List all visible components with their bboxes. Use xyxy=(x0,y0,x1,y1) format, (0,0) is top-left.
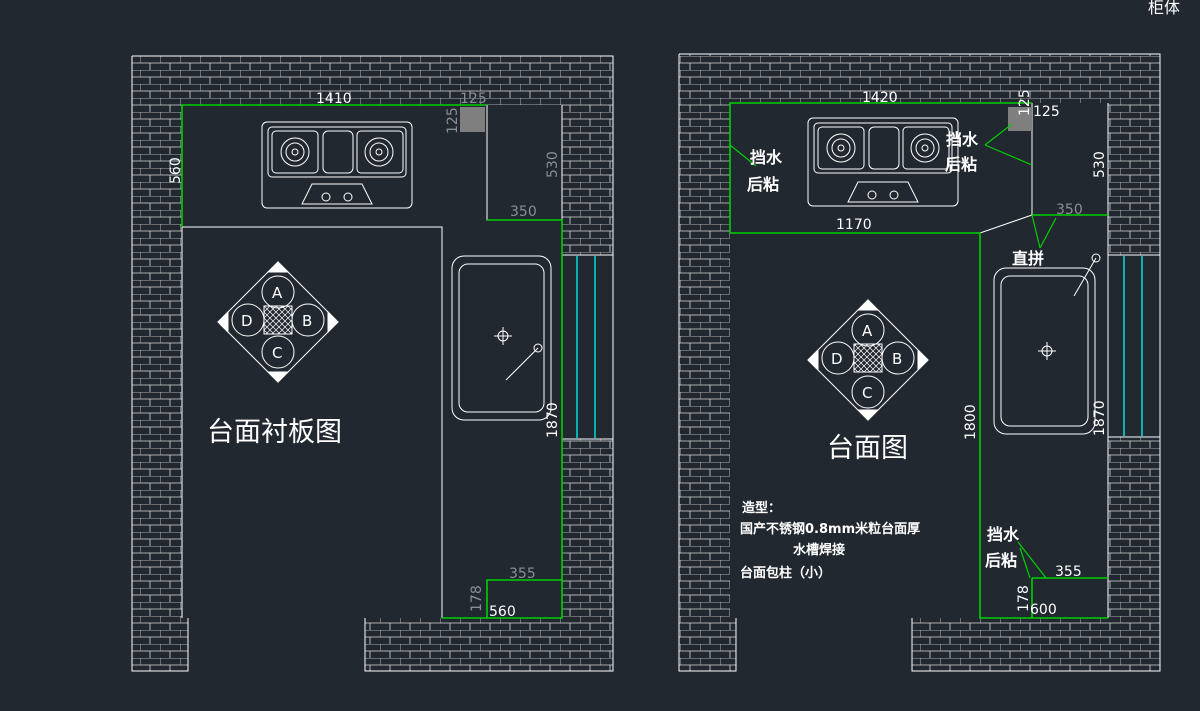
left-wall-outline xyxy=(131,55,614,672)
right-plan-title: 台面图 xyxy=(827,433,908,464)
left-cooktop xyxy=(261,121,413,209)
right-spec-line3: 台面包柱（小） xyxy=(740,565,831,581)
right-compass-d: D xyxy=(831,350,843,368)
left-dim-top-width: 1410 xyxy=(316,91,352,107)
right-dim-left-length: 1800 xyxy=(963,404,979,440)
left-compass-d: D xyxy=(241,312,253,330)
right-sink xyxy=(993,253,1101,435)
left-wall-hatch xyxy=(132,56,613,671)
left-compass-b: B xyxy=(302,312,312,330)
right-dim-mid-width: 1170 xyxy=(836,217,872,233)
right-compass-b: B xyxy=(892,350,902,368)
left-compass-a: A xyxy=(272,284,283,302)
left-counter-outline xyxy=(181,105,562,618)
right-wall-outline xyxy=(678,53,1161,672)
right-note-splash-right-1: 挡水 xyxy=(946,130,979,149)
right-dim-bottom-depth: 178 xyxy=(1016,585,1032,612)
right-spec-heading: 造型： xyxy=(742,500,781,516)
right-dim-inner-width: 350 xyxy=(1056,202,1083,218)
right-cooktop xyxy=(807,117,959,207)
right-note-splash-right-2: 后粘 xyxy=(945,155,977,174)
left-plan-title: 台面衬板图 xyxy=(207,417,342,448)
left-dim-left-depth: 560 xyxy=(168,157,184,184)
right-dim-top-width: 1420 xyxy=(862,90,898,106)
left-dim-right-depth: 530 xyxy=(545,151,561,178)
left-window xyxy=(561,254,614,440)
right-spec-line2: 水槽焊接 xyxy=(793,542,845,558)
left-dim-bottom-base: 560 xyxy=(489,604,516,620)
right-spec-line1: 国产不锈钢0.8mm米粒台面厚 xyxy=(740,521,920,537)
left-compass xyxy=(217,261,339,383)
right-compass-a: A xyxy=(862,322,873,340)
left-dim-corner-a: 125 xyxy=(460,91,487,107)
right-compass-c: C xyxy=(862,384,872,402)
right-dim-right-length: 1870 xyxy=(1092,400,1108,436)
left-dim-corner-b: 125 xyxy=(445,107,461,134)
right-dim-bottom-base: 600 xyxy=(1030,602,1057,618)
left-counter-edge xyxy=(181,104,563,619)
right-note-splash-bottom-1: 挡水 xyxy=(987,525,1020,544)
right-wall-hatch xyxy=(679,54,1160,671)
right-leader-lines xyxy=(729,123,1057,579)
right-note-straight-joint: 直拼 xyxy=(1012,249,1044,268)
right-compass xyxy=(807,299,929,421)
left-dim-inner-width: 350 xyxy=(510,204,537,220)
right-dim-bottom-width: 355 xyxy=(1055,564,1082,580)
right-corner-block xyxy=(1008,107,1032,131)
right-dim-right-depth: 530 xyxy=(1092,151,1108,178)
left-corner-block xyxy=(460,107,485,132)
left-dim-right-length: 1870 xyxy=(545,402,561,438)
left-dim-bottom-width: 355 xyxy=(509,566,536,582)
right-note-splash-bottom-2: 后粘 xyxy=(985,551,1017,570)
right-dim-corner-a: 125 xyxy=(1017,89,1033,116)
left-compass-c: C xyxy=(272,344,282,362)
right-counter-edge xyxy=(729,102,1108,619)
right-dim-corner-b: 125 xyxy=(1033,104,1060,120)
right-note-splash-left-1: 挡水 xyxy=(750,148,783,167)
left-dim-bottom-depth: 178 xyxy=(469,585,485,612)
right-window xyxy=(1107,254,1161,438)
left-plan: A B C D 台面衬板图 1410 125 125 560 530 350 1… xyxy=(131,55,614,672)
right-plan: A B C D 台面图 挡水 后粘 挡水 后粘 直拼 挡水 后粘 造型： 国产不… xyxy=(678,53,1161,672)
left-sink xyxy=(451,255,552,421)
right-note-splash-left-2: 后粘 xyxy=(747,175,779,194)
corner-label: 柜体 xyxy=(1148,0,1181,17)
